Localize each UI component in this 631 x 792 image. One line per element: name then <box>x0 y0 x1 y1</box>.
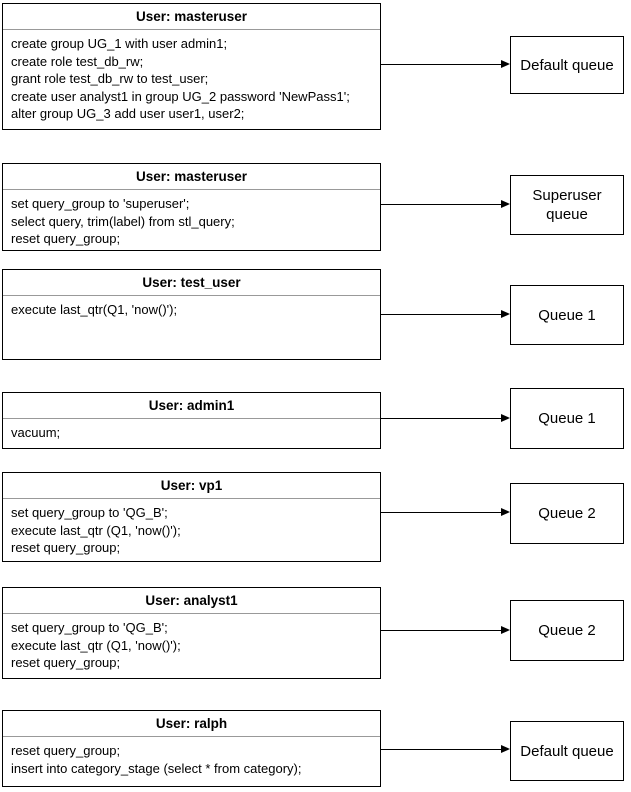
user-box-header: User: masteruser <box>3 164 380 190</box>
arrow-connector-4 <box>381 414 510 423</box>
arrow-connector-6 <box>381 626 510 635</box>
arrow-right-icon <box>501 200 510 208</box>
sql-statement: set query_group to 'QG_B'; <box>11 620 168 635</box>
sql-statement: reset query_group; <box>11 743 121 758</box>
sql-statement: insert into category_stage (select * fro… <box>11 760 302 776</box>
sql-statement: vacuum; <box>11 425 61 440</box>
user-box-header: User: masteruser <box>3 4 380 30</box>
sql-statement: grant role test_db_rw to test_user; <box>11 71 209 87</box>
arrow-connector-2 <box>381 200 510 209</box>
user-statement-box-ralph: User: ralph reset query_group;insert int… <box>2 710 381 787</box>
sql-statement: create user analyst1 in group UG_2 passw… <box>11 88 350 104</box>
queue-box-queue1-1: Queue 1 <box>510 285 624 345</box>
user-box-header: User: vp1 <box>3 473 380 499</box>
user-box-header: User: ralph <box>3 711 380 737</box>
arrow-right-icon <box>501 60 510 68</box>
queue-label: Queue 2 <box>538 622 596 639</box>
sql-statement: reset query_group; <box>11 655 121 671</box>
queue-box-queue1-2: Queue 1 <box>510 388 624 449</box>
user-label: User: ralph <box>155 716 228 731</box>
arrow-line <box>381 512 503 513</box>
sql-statements: set query_group to 'QG_B';execute last_q… <box>3 614 380 677</box>
sql-statements: vacuum; <box>3 419 380 447</box>
sql-statements: set query_group to 'superuser'; select qu… <box>3 190 380 253</box>
queue-box-superuser: Superuser queue <box>510 175 624 235</box>
sql-statements: create group UG_1 with user admin1; creat… <box>3 30 380 128</box>
sql-statement: execute last_qtr (Q1, 'now()'); <box>11 522 181 538</box>
user-box-header: User: analyst1 <box>3 588 380 614</box>
sql-statement: execute last_qtr(Q1, 'now()'); <box>11 302 178 317</box>
user-statement-box-analyst1: User: analyst1 set query_group to 'QG_B'… <box>2 587 381 679</box>
arrow-line <box>381 749 503 750</box>
arrow-line <box>381 204 503 205</box>
user-label: User: test_user <box>142 275 241 290</box>
user-box-header: User: test_user <box>3 270 380 296</box>
user-label: User: masteruser <box>135 169 248 184</box>
user-label: User: vp1 <box>160 478 223 493</box>
queue-label: Default queue <box>520 56 614 74</box>
queue-label: Default queue <box>520 742 614 760</box>
user-statement-box-masteruser-1: User: masteruser create group UG_1 with … <box>2 3 381 130</box>
sql-statement: set query_group to 'QG_B'; <box>11 505 168 520</box>
sql-statements: reset query_group;insert into category_s… <box>3 737 380 782</box>
sql-statement: create group UG_1 with user admin1; <box>11 36 228 51</box>
arrow-line <box>381 630 503 631</box>
sql-statement: execute last_qtr (Q1, 'now()'); <box>11 637 181 653</box>
queue-box-queue2-2: Queue 2 <box>510 600 624 661</box>
sql-statement: alter group UG_3 add user user1, user2; <box>11 106 245 122</box>
arrow-right-icon <box>501 745 510 753</box>
arrow-connector-3 <box>381 310 510 319</box>
sql-statements: execute last_qtr(Q1, 'now()'); <box>3 296 380 324</box>
queue-box-default-1: Default queue <box>510 36 624 94</box>
arrow-connector-5 <box>381 508 510 517</box>
sql-statement: select query, trim(label) from stl_query… <box>11 213 235 229</box>
arrow-right-icon <box>501 626 510 634</box>
arrow-right-icon <box>501 310 510 318</box>
queue-label: Queue 2 <box>538 505 596 522</box>
arrow-connector-1 <box>381 60 510 69</box>
sql-statement: reset query_group; <box>11 540 121 556</box>
user-statement-box-vp1: User: vp1 set query_group to 'QG_B';exec… <box>2 472 381 562</box>
queue-label: Superuser queue <box>532 187 602 223</box>
sql-statements: set query_group to 'QG_B';execute last_q… <box>3 499 380 562</box>
arrow-line <box>381 418 503 419</box>
arrow-connector-7 <box>381 745 510 754</box>
sql-statement: reset query_group; <box>11 231 121 247</box>
user-label: User: analyst1 <box>145 593 238 608</box>
queue-box-default-2: Default queue <box>510 721 624 781</box>
queue-label: Queue 1 <box>538 306 596 324</box>
sql-statement: create role test_db_rw; <box>11 53 144 69</box>
arrow-line <box>381 64 503 65</box>
user-statement-box-admin1: User: admin1 vacuum; <box>2 392 381 449</box>
queue-box-queue2-1: Queue 2 <box>510 483 624 544</box>
user-label: User: admin1 <box>148 398 235 413</box>
sql-statement: set query_group to 'superuser'; <box>11 196 190 211</box>
arrow-right-icon <box>501 508 510 516</box>
arrow-right-icon <box>501 414 510 422</box>
arrow-line <box>381 314 503 315</box>
user-statement-box-test-user: User: test_user execute last_qtr(Q1, 'no… <box>2 269 381 360</box>
queue-label: Queue 1 <box>538 410 596 427</box>
user-statement-box-masteruser-2: User: masteruser set query_group to 'sup… <box>2 163 381 251</box>
user-label: User: masteruser <box>135 9 248 24</box>
user-box-header: User: admin1 <box>3 393 380 419</box>
